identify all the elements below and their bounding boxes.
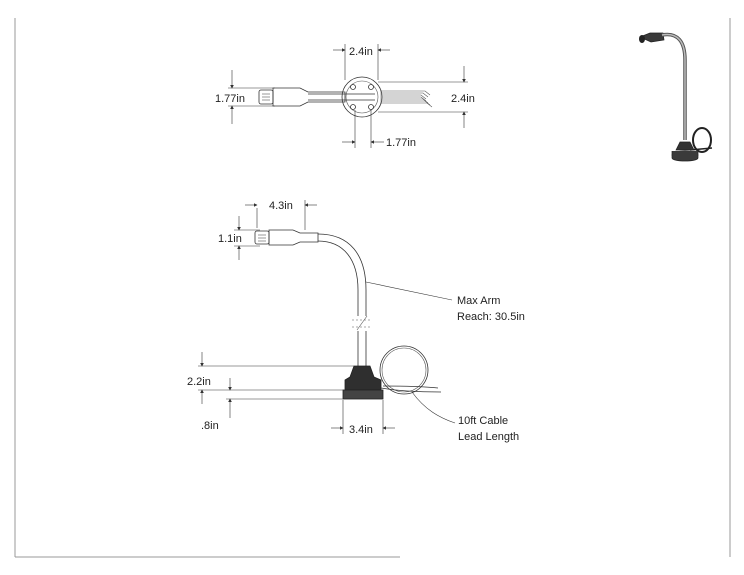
dim-base-height [198, 352, 354, 404]
arm-reach-label-line2: Reach: 30.5in [457, 311, 525, 323]
drawing-frame [14, 18, 731, 558]
dim-head-length-label: 4.3in [269, 200, 293, 212]
dim-foot-height-label: .8in [201, 420, 219, 432]
dim-base-width [331, 400, 395, 434]
dim-top-width [333, 44, 390, 80]
dim-top-width-label: 2.4in [349, 46, 373, 58]
top-view-drawing [258, 76, 433, 118]
side-view-drawing [254, 229, 442, 400]
dim-left-height-label: 1.77in [215, 93, 245, 105]
cable-label-line2: Lead Length [458, 431, 519, 443]
dim-head-length [245, 200, 317, 230]
dim-head-height [234, 216, 260, 260]
dim-base-width-label: 3.4in [349, 424, 373, 436]
cable-label-line1: 10ft Cable [458, 415, 508, 427]
dim-left-height [228, 70, 275, 124]
cable-leader [411, 391, 456, 424]
dim-right-height [378, 66, 468, 128]
dim-bottom-width [342, 110, 384, 148]
arm-reach-label-line1: Max Arm [457, 295, 500, 307]
arm-reach-leader [365, 281, 453, 301]
dim-base-height-label: 2.2in [187, 376, 211, 388]
dim-bottom-width-label: 1.77in [386, 137, 416, 149]
dim-right-height-label: 2.4in [451, 93, 475, 105]
dim-head-height-label: 1.1in [218, 233, 242, 245]
base-body [344, 365, 382, 391]
dim-foot-height [226, 378, 343, 418]
base-foot [342, 389, 384, 400]
microphone-isometric-view [639, 32, 713, 162]
